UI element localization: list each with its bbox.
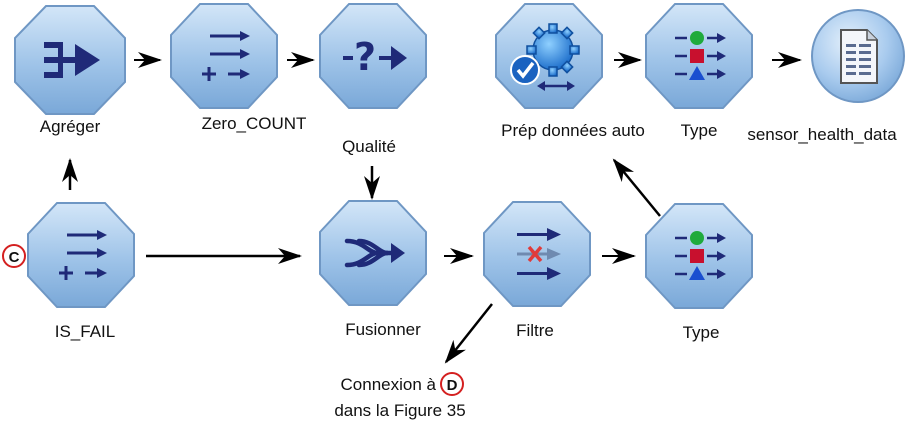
derive-icon: [202, 31, 250, 81]
node-fusionner[interactable]: [319, 200, 427, 306]
node-sensor[interactable]: [811, 9, 905, 103]
svg-text:?: ?: [354, 35, 376, 79]
node-is-fail-label: IS_FAIL: [55, 322, 115, 341]
filter-icon: [517, 228, 561, 280]
node-agreger[interactable]: [14, 5, 126, 115]
marker-c-letter: C: [9, 249, 20, 266]
marker-c: C: [2, 244, 26, 268]
type-icon: [675, 31, 726, 80]
auto-data-prep-icon: [510, 23, 580, 91]
connection-note-line2: dans la Figure 35: [334, 401, 465, 420]
data-file-icon: [840, 29, 878, 84]
node-is-fail-hex: [27, 202, 135, 308]
marker-d-circle: [440, 372, 464, 396]
connectors: [62, 52, 802, 364]
node-is-fail[interactable]: [27, 202, 135, 308]
node-filtre[interactable]: [483, 201, 591, 307]
arrow-filtre-to-connexion: [444, 303, 493, 364]
node-type-top-label: Type: [681, 121, 718, 140]
node-type-bottom-label: Type: [683, 323, 720, 342]
node-fusionner-label: Fusionner: [345, 320, 421, 339]
node-sensor-label: sensor_health_data: [747, 125, 897, 144]
data-audit-icon: ?: [343, 35, 407, 79]
node-agreger-label: Agréger: [40, 117, 101, 136]
aggregate-icon: [44, 42, 100, 78]
node-zero-count[interactable]: [170, 3, 278, 109]
node-zero-count-label: Zero_COUNT: [202, 114, 307, 133]
node-prep[interactable]: [495, 3, 603, 109]
connection-note-line1: Connexion à: [341, 375, 437, 394]
derive-icon: [59, 230, 107, 280]
node-type-bottom[interactable]: [645, 203, 753, 309]
type-icon: [675, 231, 726, 280]
connection-note: Connexion à D dans la Figure 35: [334, 372, 466, 420]
node-qualite-label: Qualité: [342, 137, 396, 156]
marker-d-letter: D: [447, 377, 458, 394]
merge-icon: [344, 238, 405, 268]
node-type-top[interactable]: [645, 3, 753, 109]
node-qualite[interactable]: ?: [319, 3, 427, 109]
arrow-type-to-prep: [612, 158, 661, 217]
node-filtre-label: Filtre: [516, 321, 554, 340]
node-zero-count-hex: [170, 3, 278, 109]
node-qualite-hex: [319, 3, 427, 109]
node-prep-label: Prép données auto: [501, 121, 645, 140]
marker-c-circle: [2, 244, 26, 268]
